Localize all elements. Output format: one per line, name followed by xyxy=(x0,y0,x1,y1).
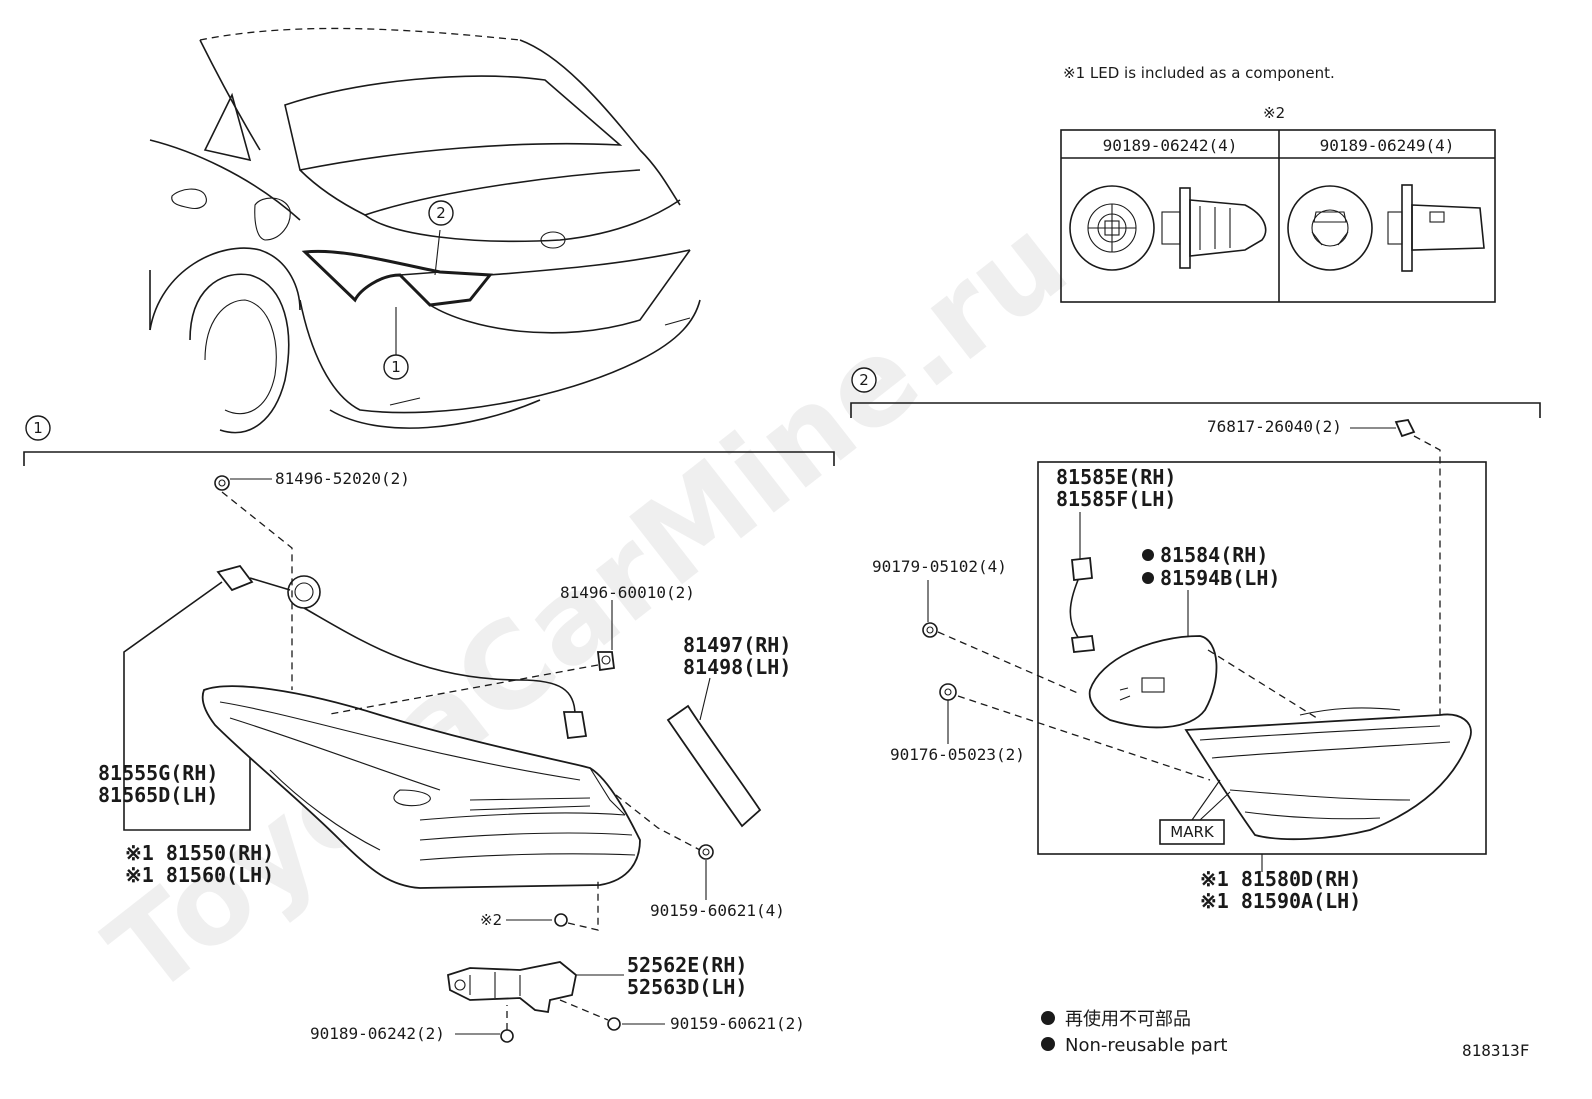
non-reusable-dot-icon xyxy=(1041,1037,1055,1051)
callout-2-section: 2 xyxy=(851,367,877,393)
callout-1-section: 1 xyxy=(25,415,51,441)
note2-marker: ※2 xyxy=(1263,104,1285,122)
back-door-lamp-icon xyxy=(1184,707,1472,841)
clip-table-header-1: 90189-06242(4) xyxy=(1103,136,1238,155)
grommet-81496-52020-icon xyxy=(214,475,230,491)
clip-90189-06242-side-icon xyxy=(1161,187,1267,269)
label-81496-52020: 81496-52020(2) xyxy=(275,469,410,488)
mark-box: MARK xyxy=(1159,819,1225,845)
clip-mark2-icon xyxy=(554,913,568,927)
label-81565d: 81565D(LH) xyxy=(98,783,218,807)
socket-81585-icon xyxy=(1069,557,1096,653)
svg-text:2: 2 xyxy=(859,371,869,389)
non-reusable-dot-icon xyxy=(1142,572,1154,584)
bracket-52562e-icon xyxy=(447,961,577,1014)
svg-text:MARK: MARK xyxy=(1170,823,1215,841)
rear-combination-lamp-outer-icon xyxy=(201,685,641,889)
label-90189-06242-2: 90189-06242(2) xyxy=(310,1024,445,1043)
label-81594b: 81594B(LH) xyxy=(1160,566,1280,590)
clip-90189-06249-front-icon xyxy=(1287,185,1373,271)
label-52563d: 52563D(LH) xyxy=(627,975,747,999)
label-81584: 81584(RH) xyxy=(1160,543,1268,567)
led-note: ※1 LED is included as a component. xyxy=(1063,64,1335,82)
label-81560: ※1 81560(LH) xyxy=(125,863,274,887)
label-81590a: ※1 81590A(LH) xyxy=(1200,889,1361,913)
label-76817: 76817-26040(2) xyxy=(1207,417,1342,436)
label-mark2-clip: ※2 xyxy=(480,911,502,929)
nut-90179-icon xyxy=(922,622,938,638)
clip-90189-06242-front-icon xyxy=(1069,185,1155,271)
callout-1-car: 1 xyxy=(383,354,409,380)
screw-90159-60621-4-icon xyxy=(698,844,714,860)
callout-2-car: 2 xyxy=(428,200,454,226)
screw-90159-60621-2-icon xyxy=(607,1017,621,1031)
nut-90176-icon xyxy=(939,683,957,701)
label-81555g: 81555G(RH) xyxy=(98,761,218,785)
clip-76817-icon xyxy=(1394,419,1416,438)
legend-jp: 再使用不可部品 xyxy=(1065,1009,1191,1030)
label-81585f: 81585F(LH) xyxy=(1056,487,1176,511)
label-81585e: 81585E(RH) xyxy=(1056,465,1176,489)
section-2: 2 76817-26040(2) 81585E(RH) 81585F(LH) 8… xyxy=(850,367,1541,913)
car-rear-illustration xyxy=(149,27,701,434)
socket-wire-icon xyxy=(216,564,588,739)
label-90176: 90176-05023(2) xyxy=(890,745,1025,764)
label-81498: 81498(LH) xyxy=(683,655,791,679)
label-81497: 81497(RH) xyxy=(683,633,791,657)
label-81550: ※1 81550(RH) xyxy=(125,841,274,865)
label-81580d: ※1 81580D(RH) xyxy=(1200,867,1361,891)
legend-en: Non-reusable part xyxy=(1065,1035,1227,1056)
watermark: ToyotaCarMine.ru xyxy=(82,191,1092,1022)
clip-81496-60010-icon xyxy=(596,651,616,672)
gasket-81584-icon xyxy=(1088,635,1218,729)
non-reusable-dot-icon xyxy=(1041,1011,1055,1025)
label-52562e: 52562E(RH) xyxy=(627,953,747,977)
label-90159-60621-2: 90159-60621(2) xyxy=(670,1014,805,1033)
diagram-number: 818313F xyxy=(1462,1041,1529,1060)
gasket-81497-icon xyxy=(666,704,762,828)
label-81496-60010: 81496-60010(2) xyxy=(560,583,695,602)
clip-table-header-2: 90189-06249(4) xyxy=(1320,136,1455,155)
label-90159-60621-4: 90159-60621(4) xyxy=(650,901,785,920)
clip-90189-06249-side-icon xyxy=(1387,184,1485,272)
section-1: 1 81496-52020(2) 81555G(RH) 81565D(LH) xyxy=(23,415,835,1043)
clip-90189-06242-2-icon xyxy=(500,1029,514,1043)
legend: 再使用不可部品 Non-reusable part xyxy=(1041,1009,1227,1056)
non-reusable-dot-icon xyxy=(1142,549,1154,561)
svg-text:1: 1 xyxy=(391,358,401,376)
label-90179: 90179-05102(4) xyxy=(872,557,1007,576)
clip-table: 90189-06242(4) 90189-06249(4) xyxy=(1060,129,1496,303)
svg-text:2: 2 xyxy=(436,204,446,222)
svg-text:1: 1 xyxy=(33,419,43,437)
